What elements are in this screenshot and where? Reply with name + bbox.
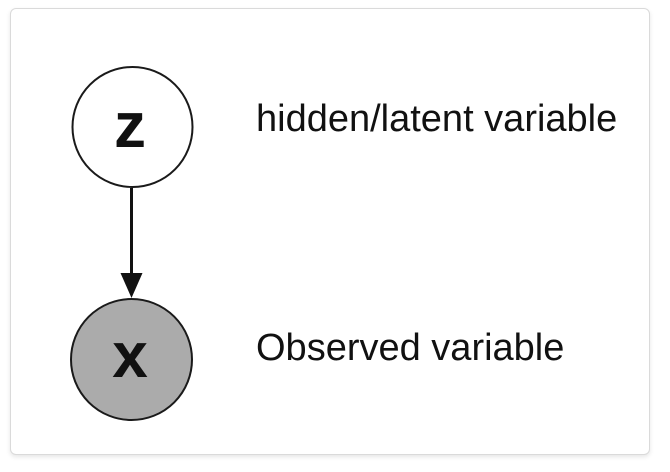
latent-node-description: hidden/latent variable [256,98,617,140]
latent-node-label: z [114,89,146,161]
arrowhead-down-icon [120,273,143,298]
latent-node: z [71,66,194,188]
edge-arrow [120,188,143,298]
observed-node: x [70,298,193,421]
latent-node-circle [71,66,194,188]
observed-node-circle [70,298,193,421]
observed-node-description: Observed variable [256,327,564,369]
observed-node-label: x [112,319,148,391]
